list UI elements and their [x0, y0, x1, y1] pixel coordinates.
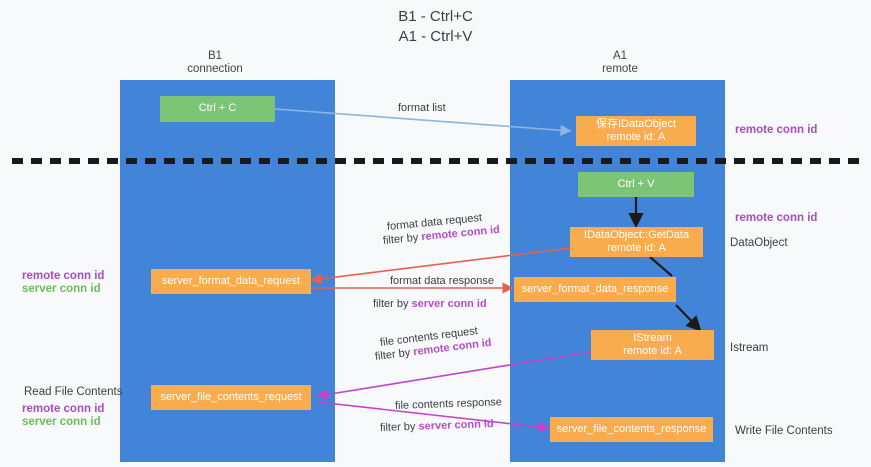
- side-label-remote-conn-id-mid: remote conn id: [735, 212, 818, 224]
- lane-header-b1-sub: connection: [187, 63, 243, 75]
- side-label-write-file-contents: Write File Contents: [735, 425, 833, 437]
- node-server-file-contents-response[interactable]: server_file_contents_response: [550, 417, 713, 442]
- filter-prefix: filter by: [382, 231, 422, 247]
- side-label-left-remote-conn-id: remote conn id: [22, 270, 105, 282]
- node-server-file-contents-request-label: server_file_contents_request: [160, 390, 302, 403]
- filter-key-server-conn-id: server conn id: [411, 298, 487, 310]
- node-idataobject-getdata[interactable]: IDataObject::GetData remote id: A: [570, 227, 703, 257]
- edge-label-file-contents-response-text: file contents response: [394, 396, 503, 412]
- node-server-format-data-request[interactable]: server_format_data_request: [151, 269, 311, 294]
- side-label-remote-conn-id-top: remote conn id: [735, 124, 818, 136]
- side-label-left-remote-conn-id-2: remote conn id: [22, 403, 105, 415]
- node-save-idataobject-line1: 保存IDataObject: [595, 117, 677, 130]
- node-server-file-contents-response-label: server_file_contents_response: [556, 422, 707, 435]
- lane-header-b1: B1 connection: [145, 50, 285, 76]
- node-save-idataobject-line2: remote id: A: [606, 131, 666, 143]
- lane-header-a1-name: A1: [612, 50, 628, 62]
- filter-prefix: filter by: [373, 298, 412, 310]
- node-server-format-data-response-label: server_format_data_response: [521, 282, 669, 295]
- edge-label-file-contents-response: file contents response: [395, 395, 502, 413]
- node-istream[interactable]: IStream remote id: A: [591, 330, 714, 360]
- side-label-dataobject: DataObject: [730, 237, 788, 249]
- node-server-file-contents-request[interactable]: server_file_contents_request: [151, 385, 311, 410]
- side-label-istream: Istream: [730, 342, 769, 354]
- diagram-title-line2: A1 - Ctrl+V: [398, 28, 473, 45]
- lane-header-a1: A1 remote: [550, 50, 690, 76]
- lane-header-a1-sub: remote: [602, 63, 638, 75]
- filter-prefix: filter by: [379, 420, 419, 434]
- node-server-format-data-response[interactable]: server_format_data_response: [514, 277, 676, 302]
- node-server-format-data-request-label: server_format_data_request: [161, 274, 301, 287]
- node-ctrl-v-label: Ctrl + V: [617, 177, 655, 190]
- filter-prefix: filter by: [374, 346, 414, 363]
- node-ctrl-v[interactable]: Ctrl + V: [578, 172, 694, 197]
- edge-label-format-list: format list: [398, 102, 446, 114]
- edge-label-file-contents-response-filter: filter by server conn id: [380, 417, 494, 435]
- side-label-left-server-conn-id-2: server conn id: [22, 416, 101, 428]
- node-istream-line2: remote id: A: [623, 345, 682, 357]
- side-label-left-server-conn-id: server conn id: [22, 283, 101, 295]
- edge-label-format-data-response-filter: filter by server conn id: [373, 297, 487, 311]
- node-save-idataobject[interactable]: 保存IDataObject remote id: A: [576, 116, 696, 146]
- filter-key-server-conn-id: server conn id: [418, 418, 494, 433]
- node-ctrl-c-label: Ctrl + C: [198, 102, 237, 115]
- node-idataobject-getdata-line1: IDataObject::GetData: [583, 228, 690, 241]
- node-istream-line1: IStream: [633, 331, 672, 344]
- node-ctrl-c[interactable]: Ctrl + C: [160, 96, 275, 122]
- side-label-read-file-contents: Read File Contents: [24, 386, 123, 398]
- lane-header-b1-name: B1: [207, 50, 223, 62]
- edge-label-format-data-response: format data response: [390, 275, 494, 287]
- diagram-title-line1: B1 - Ctrl+C: [398, 8, 473, 25]
- node-idataobject-getdata-line2: remote id: A: [607, 242, 666, 254]
